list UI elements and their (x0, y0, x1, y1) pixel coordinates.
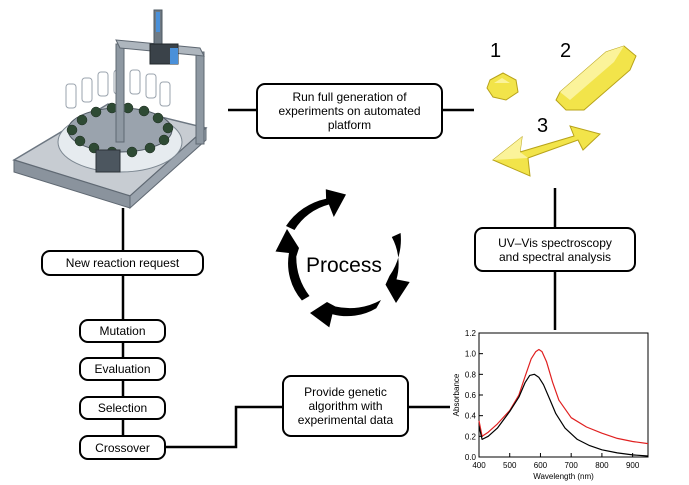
nanoparticle-2-label: 2 (560, 40, 572, 62)
y-tick-label: 0.4 (465, 412, 477, 421)
cycle-arrow-icon (275, 229, 310, 301)
uv-vis-box: UV–Vis spectroscopy and spectral analysi… (474, 227, 636, 272)
run-experiments-box: Run full generation of experiments on au… (256, 83, 443, 139)
x-tick-label: 700 (565, 461, 579, 470)
y-tick-label: 1.2 (465, 329, 477, 338)
y-tick-label: 0.6 (465, 391, 477, 400)
absorbance-series-1-line (478, 348, 649, 445)
process-label: Process (306, 254, 382, 277)
connector-crossover-ga (166, 405, 282, 449)
x-axis-label: Wavelength (nm) (533, 472, 594, 481)
chart-series (478, 348, 649, 457)
robot-platform-illustration (12, 9, 208, 210)
new-reaction-request-box: New reaction request (41, 250, 204, 276)
nanoparticle-2-highlight (560, 46, 624, 100)
nanoparticles (486, 45, 637, 177)
x-tick-label: 400 (472, 461, 486, 470)
x-tick-label: 900 (626, 461, 640, 470)
y-tick-label: 1.0 (465, 350, 477, 359)
genetic-algorithm-box: Provide genetic algorithm with experimen… (282, 375, 409, 437)
x-tick-label: 500 (503, 461, 517, 470)
y-tick-label: 0.8 (465, 370, 477, 379)
cycle-arrow-icon (286, 189, 346, 230)
chart-frame (478, 332, 649, 458)
chart-axes: 400 500 600 700 800 900 0.0 0.2 0.4 0.6 0.8 1.0 1.2W… (452, 329, 649, 481)
y-tick-label: 0.0 (465, 453, 477, 462)
nanoparticle-1-sphere-icon (486, 72, 519, 101)
absorbance-series-2-line (478, 373, 649, 457)
nanoparticle-3-bipyramid-icon (492, 125, 601, 177)
crossover-box: Crossover (79, 435, 166, 460)
evaluation-box: Evaluation (79, 357, 166, 381)
selection-box: Selection (79, 396, 166, 420)
mutation-box: Mutation (79, 319, 166, 343)
y-tick-label: 0.2 (465, 432, 477, 441)
nanoparticle-1-highlight (494, 78, 510, 83)
y-axis-label: Absorbance (452, 373, 461, 416)
cycle-arrows-icon (275, 189, 410, 328)
connector-lines (121, 108, 557, 449)
cycle-arrow-icon (310, 300, 381, 328)
cycle-arrow-icon (385, 233, 410, 303)
nanoparticle-3-label: 3 (537, 115, 549, 137)
x-tick-label: 600 (534, 461, 548, 470)
x-tick-label: 800 (595, 461, 609, 470)
nanoparticle-1-label: 1 (490, 40, 502, 62)
nanoparticle-3-highlight (493, 137, 528, 160)
